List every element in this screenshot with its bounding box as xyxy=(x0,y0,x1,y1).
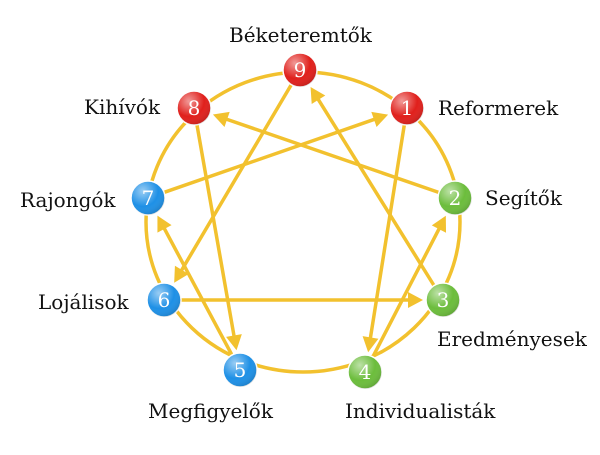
arrow-9-to-6 xyxy=(174,81,295,283)
arrow-shaft xyxy=(223,117,443,195)
node-shine xyxy=(426,283,460,317)
arrow-head xyxy=(371,111,389,128)
arrow-shaft xyxy=(368,121,407,342)
nodes-layer: 1 2 3 4 5 6 7 8 9 xyxy=(130,52,473,390)
arrow-head xyxy=(408,292,423,308)
arrow-4-to-2 xyxy=(370,215,447,361)
node-2: 2 xyxy=(437,180,473,216)
arrow-shaft xyxy=(179,81,295,274)
node-label-1: Reformerek xyxy=(438,96,559,120)
arrow-2-to-8 xyxy=(212,111,443,195)
arrow-head xyxy=(431,215,447,233)
node-7: 7 xyxy=(130,180,166,216)
arrow-5-to-7 xyxy=(157,215,235,359)
arrow-head xyxy=(174,265,189,283)
node-4: 4 xyxy=(347,354,383,390)
node-number: 6 xyxy=(158,288,171,312)
node-shine xyxy=(223,353,257,387)
node-label-7: Rajongók xyxy=(20,188,116,212)
arrow-head xyxy=(226,334,242,351)
node-5: 5 xyxy=(222,352,258,388)
node-label-9: Béketeremtők xyxy=(229,23,373,47)
node-shine xyxy=(438,181,472,215)
node-label-4: Individualisták xyxy=(345,399,496,423)
node-shine xyxy=(283,53,317,87)
node-shine xyxy=(147,283,181,317)
arrow-head xyxy=(310,86,326,104)
node-8: 8 xyxy=(176,90,212,126)
node-label-5: Megfigyelők xyxy=(148,399,274,423)
arrow-6-to-3 xyxy=(177,292,423,308)
node-1: 1 xyxy=(389,90,425,126)
arrow-shaft xyxy=(161,225,235,359)
node-shine xyxy=(348,355,382,389)
node-number: 9 xyxy=(294,58,307,82)
arrows-layer xyxy=(157,81,447,361)
node-label-6: Lojálisok xyxy=(38,290,130,314)
arrow-3-to-9 xyxy=(310,86,437,290)
arrow-shaft xyxy=(194,121,237,340)
arrow-head xyxy=(362,336,379,353)
node-9: 9 xyxy=(282,52,318,88)
node-label-3: Eredményesek xyxy=(437,327,588,351)
node-number: 4 xyxy=(359,360,372,384)
arrow-1-to-4 xyxy=(362,121,407,353)
node-number: 1 xyxy=(401,96,414,120)
node-label-8: Kihívók xyxy=(84,95,161,119)
labels-layer: ReformerekSegítőkEredményesekIndividuali… xyxy=(20,23,588,423)
arrow-7-to-1 xyxy=(160,111,389,195)
node-number: 7 xyxy=(142,186,155,210)
arrow-head xyxy=(157,215,172,233)
node-number: 5 xyxy=(234,358,247,382)
node-number: 2 xyxy=(449,186,462,210)
arrow-head xyxy=(212,111,230,127)
node-3: 3 xyxy=(425,282,461,318)
node-number: 3 xyxy=(437,288,450,312)
node-shine xyxy=(177,91,211,125)
node-label-2: Segítők xyxy=(485,186,563,210)
arrow-shaft xyxy=(370,225,442,361)
node-6: 6 xyxy=(146,282,182,318)
node-number: 8 xyxy=(188,96,201,120)
arrow-shaft xyxy=(160,117,378,195)
arrow-shaft xyxy=(315,96,437,290)
node-shine xyxy=(131,181,165,215)
node-shine xyxy=(390,91,424,125)
